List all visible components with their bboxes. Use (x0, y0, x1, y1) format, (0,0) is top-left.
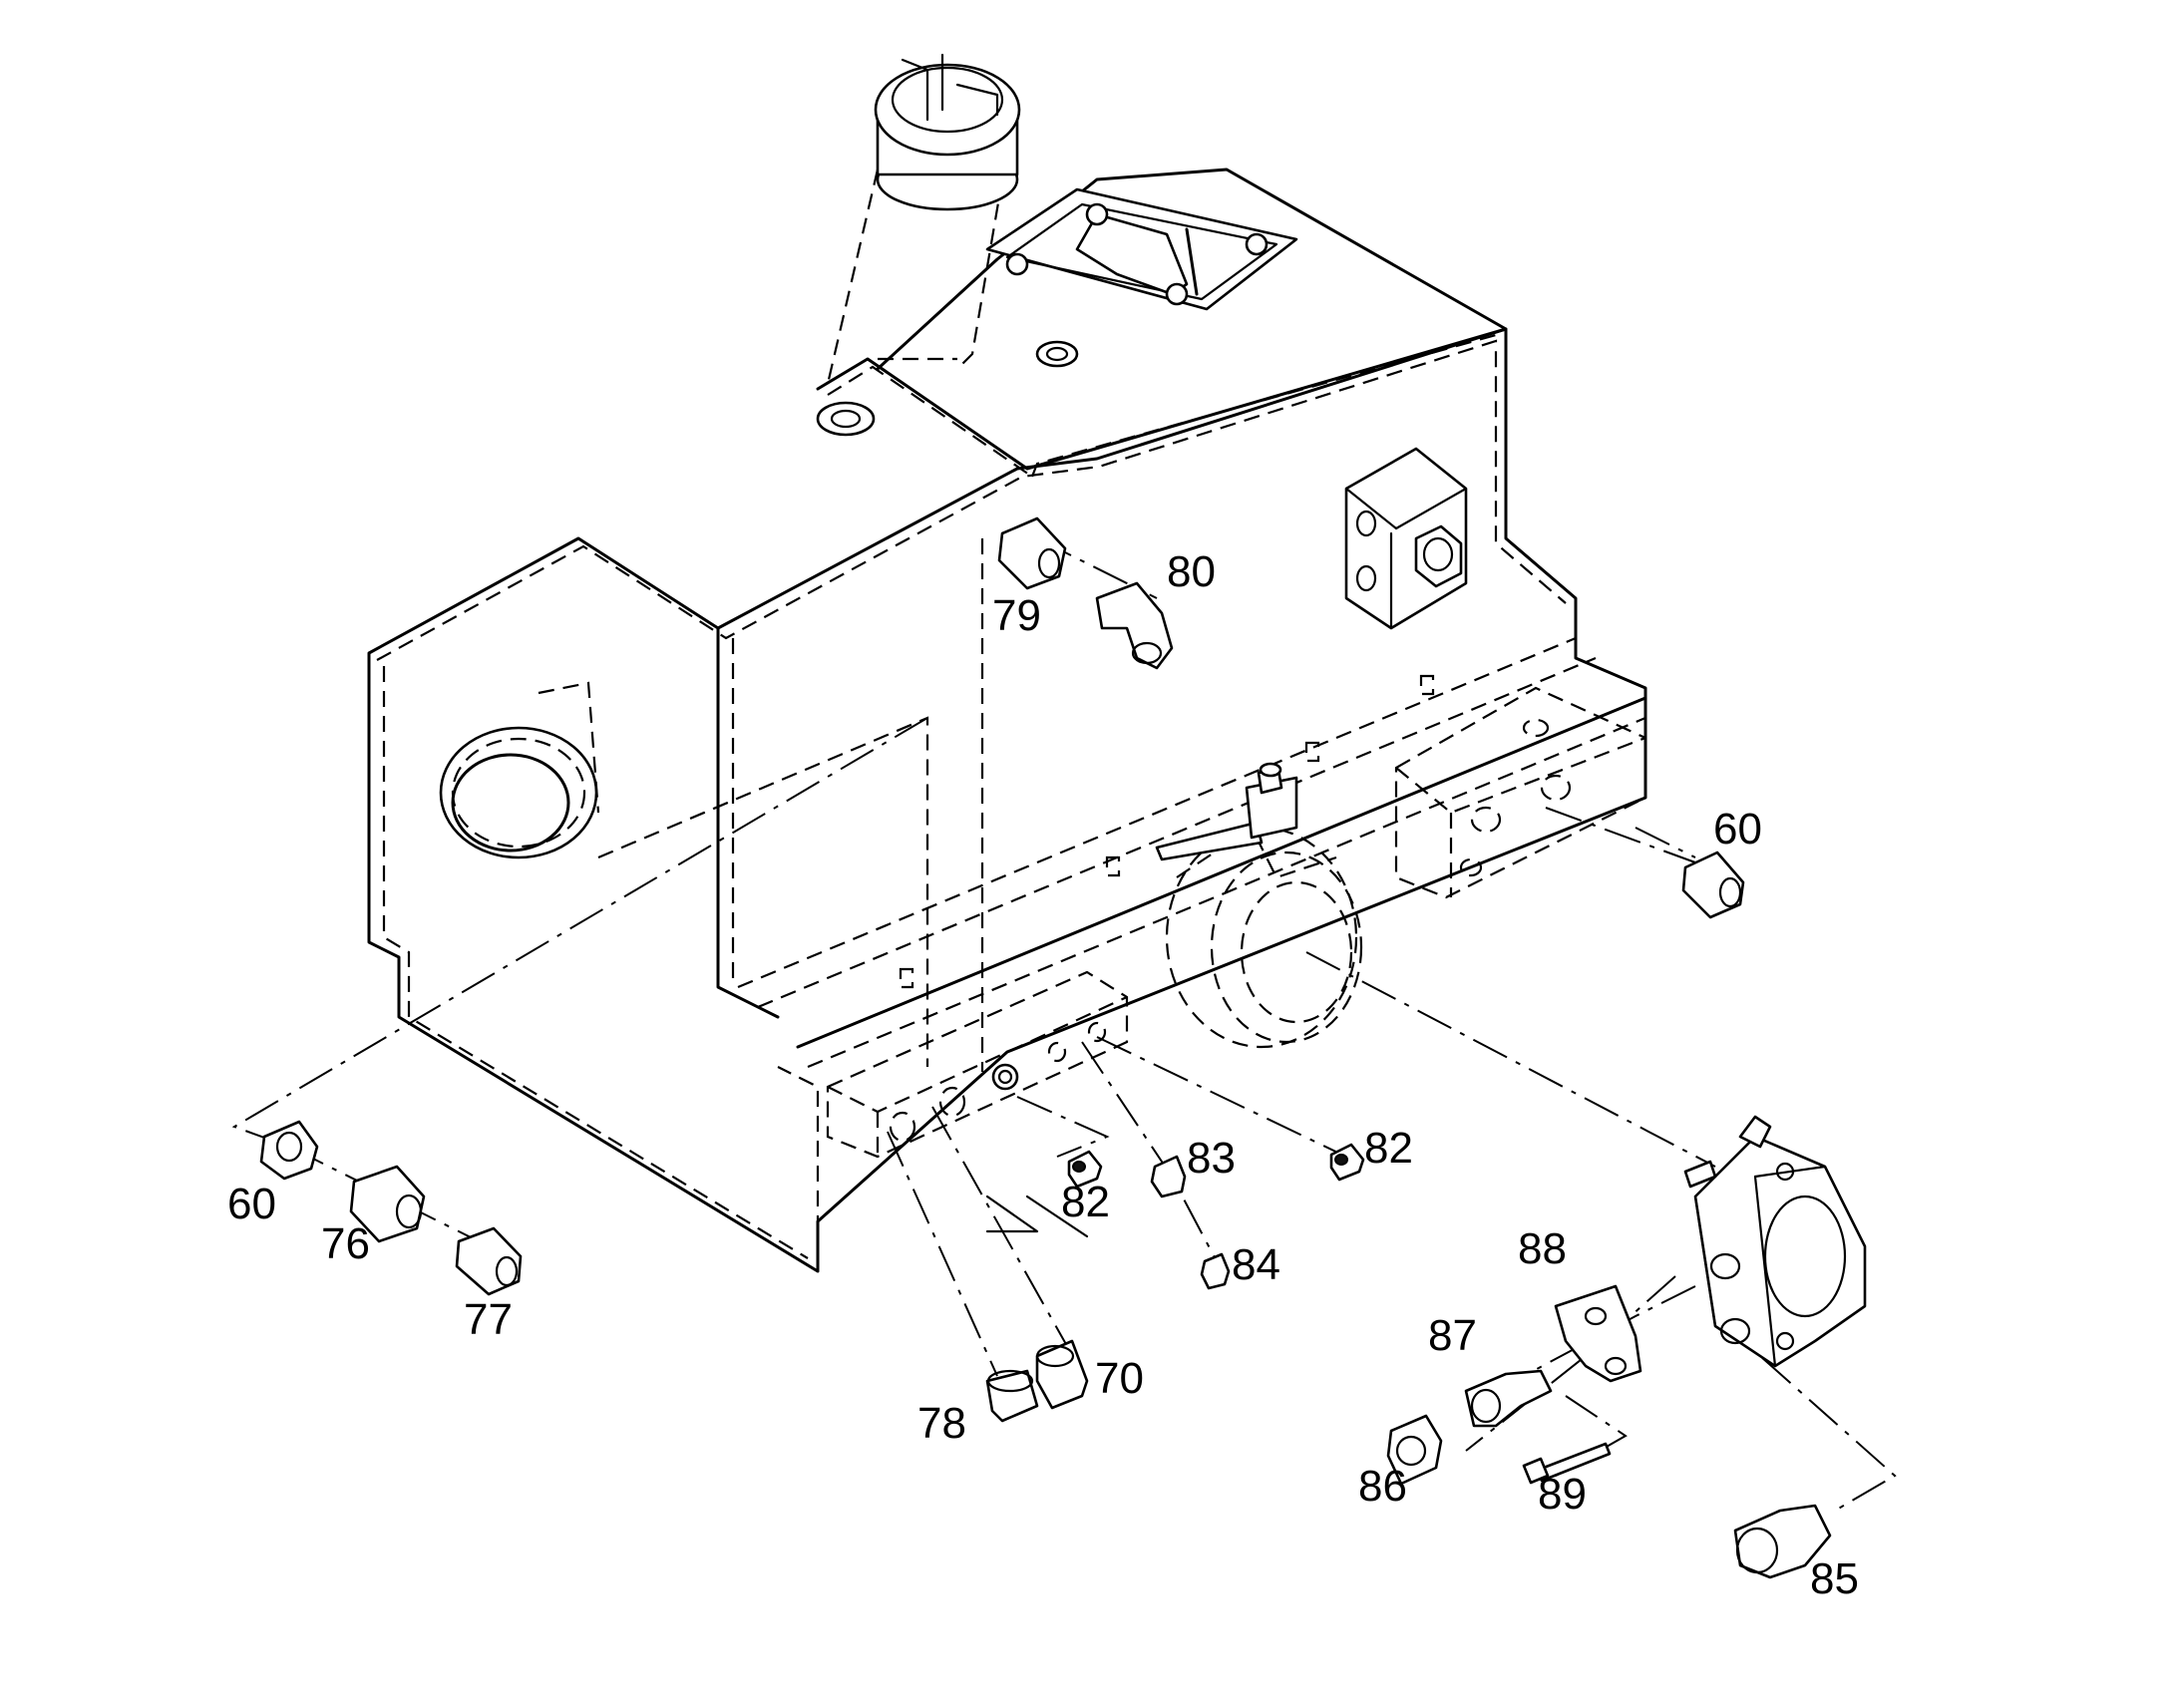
manifold-block (826, 970, 1129, 1159)
part-82-plug-right (1329, 1143, 1365, 1182)
part-70-fitting (1035, 1339, 1089, 1410)
part-86-fitting (1386, 1414, 1443, 1486)
part-88-split-flange (1554, 1284, 1642, 1383)
inspection-cover (985, 187, 1298, 311)
part-84-fitting (1200, 1252, 1231, 1290)
part-78-plug (985, 1369, 1039, 1423)
pump-housing (1683, 1115, 1867, 1368)
callout-89: 89 (1538, 1470, 1587, 1519)
part-77-fitting (455, 1226, 523, 1296)
part-80-elbow (1095, 581, 1174, 670)
callout-87: 87 (1428, 1311, 1477, 1360)
callout-60-right: 60 (1713, 805, 1762, 854)
tank-top-fittings (816, 340, 1079, 437)
callout-88: 88 (1518, 1224, 1567, 1273)
part-60-right-fitting (1681, 851, 1745, 919)
part-60-left-fitting (259, 1120, 319, 1181)
callout-82-lower: 82 (1061, 1178, 1110, 1226)
callout-60-left: 60 (227, 1180, 276, 1228)
hydraulic-tank (367, 168, 1647, 1273)
callout-70: 70 (1095, 1354, 1144, 1403)
callout-80: 80 (1167, 547, 1216, 596)
part-87-nipple (1464, 1369, 1553, 1428)
part-79-fitting (997, 516, 1067, 590)
callout-85: 85 (1810, 1554, 1859, 1603)
callout-79: 79 (992, 591, 1041, 640)
part-82-plug-lower (1067, 1150, 1103, 1189)
part-89-bolt (1522, 1442, 1612, 1485)
filler-neck (826, 53, 1021, 385)
part-83-fitting (1150, 1155, 1187, 1198)
callout-78: 78 (917, 1399, 966, 1448)
part-76-coupling (349, 1165, 426, 1243)
callout-86: 86 (1358, 1462, 1407, 1511)
callout-77: 77 (464, 1295, 513, 1344)
mounting-block-right (1344, 447, 1468, 630)
callout-82-right: 82 (1364, 1124, 1413, 1173)
callout-labels: 60 60 70 76 77 78 79 80 82 82 83 84 85 8… (227, 547, 1859, 1603)
callout-83: 83 (1187, 1134, 1236, 1183)
callout-76: 76 (321, 1219, 370, 1268)
rail-bosses (899, 674, 1435, 989)
distribution-block (1394, 686, 1647, 899)
callout-84: 84 (1232, 1240, 1280, 1289)
ball-valve (1155, 762, 1363, 1049)
tank-side-port (439, 681, 600, 859)
part-85-fitting (1733, 1504, 1832, 1579)
